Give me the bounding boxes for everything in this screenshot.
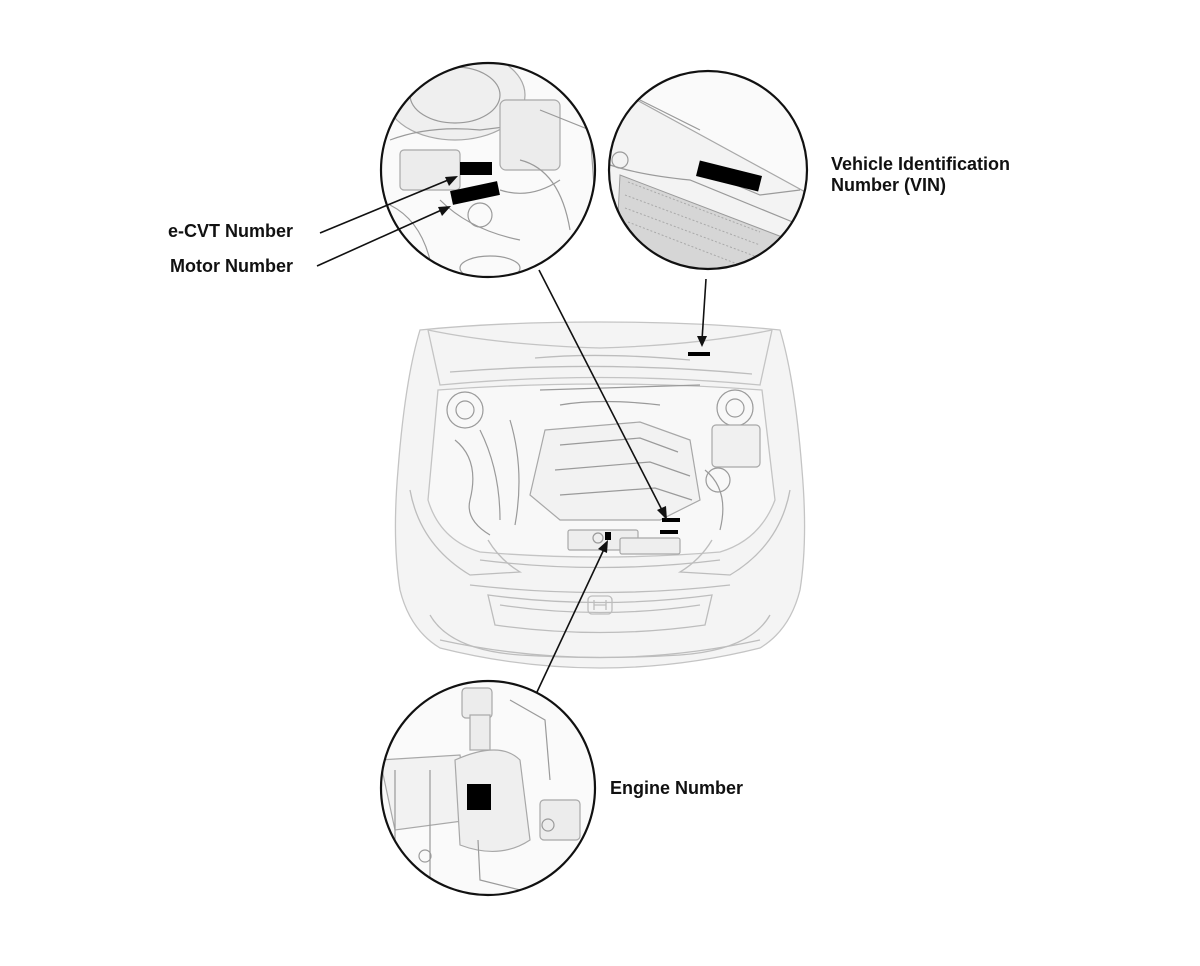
vin-label-line-1: Vehicle Identification	[831, 154, 1011, 174]
detail-circle-ecvt-motor	[379, 61, 597, 279]
vin-label-line-2: Number (VIN)	[831, 175, 947, 195]
leader-lines	[316, 176, 707, 693]
motor-number-label: Motor Number	[170, 256, 293, 276]
engine-number-label: Engine Number	[610, 778, 744, 798]
car-front-illustration	[394, 321, 806, 669]
vin-label: Vehicle Identification Number (VIN)	[831, 154, 1010, 196]
detail-circle-vin	[607, 69, 809, 271]
ecvt-number-label: e-CVT Number	[168, 221, 294, 241]
detail-circle-engine	[379, 679, 597, 897]
